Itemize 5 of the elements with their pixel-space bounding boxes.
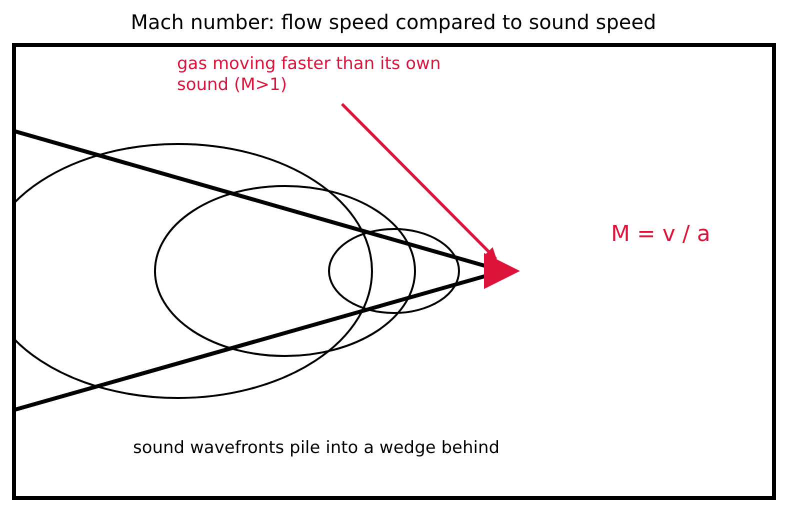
caption-text: sound wavefronts pile into a wedge behind (133, 438, 500, 458)
diagram-title: Mach number: flow speed compared to sound speed (130, 10, 658, 34)
leader-line (340, 102, 498, 260)
annotation-text: gas moving faster than its own sound (M>1) (177, 54, 442, 96)
formula-text: M = v / a (611, 222, 710, 248)
